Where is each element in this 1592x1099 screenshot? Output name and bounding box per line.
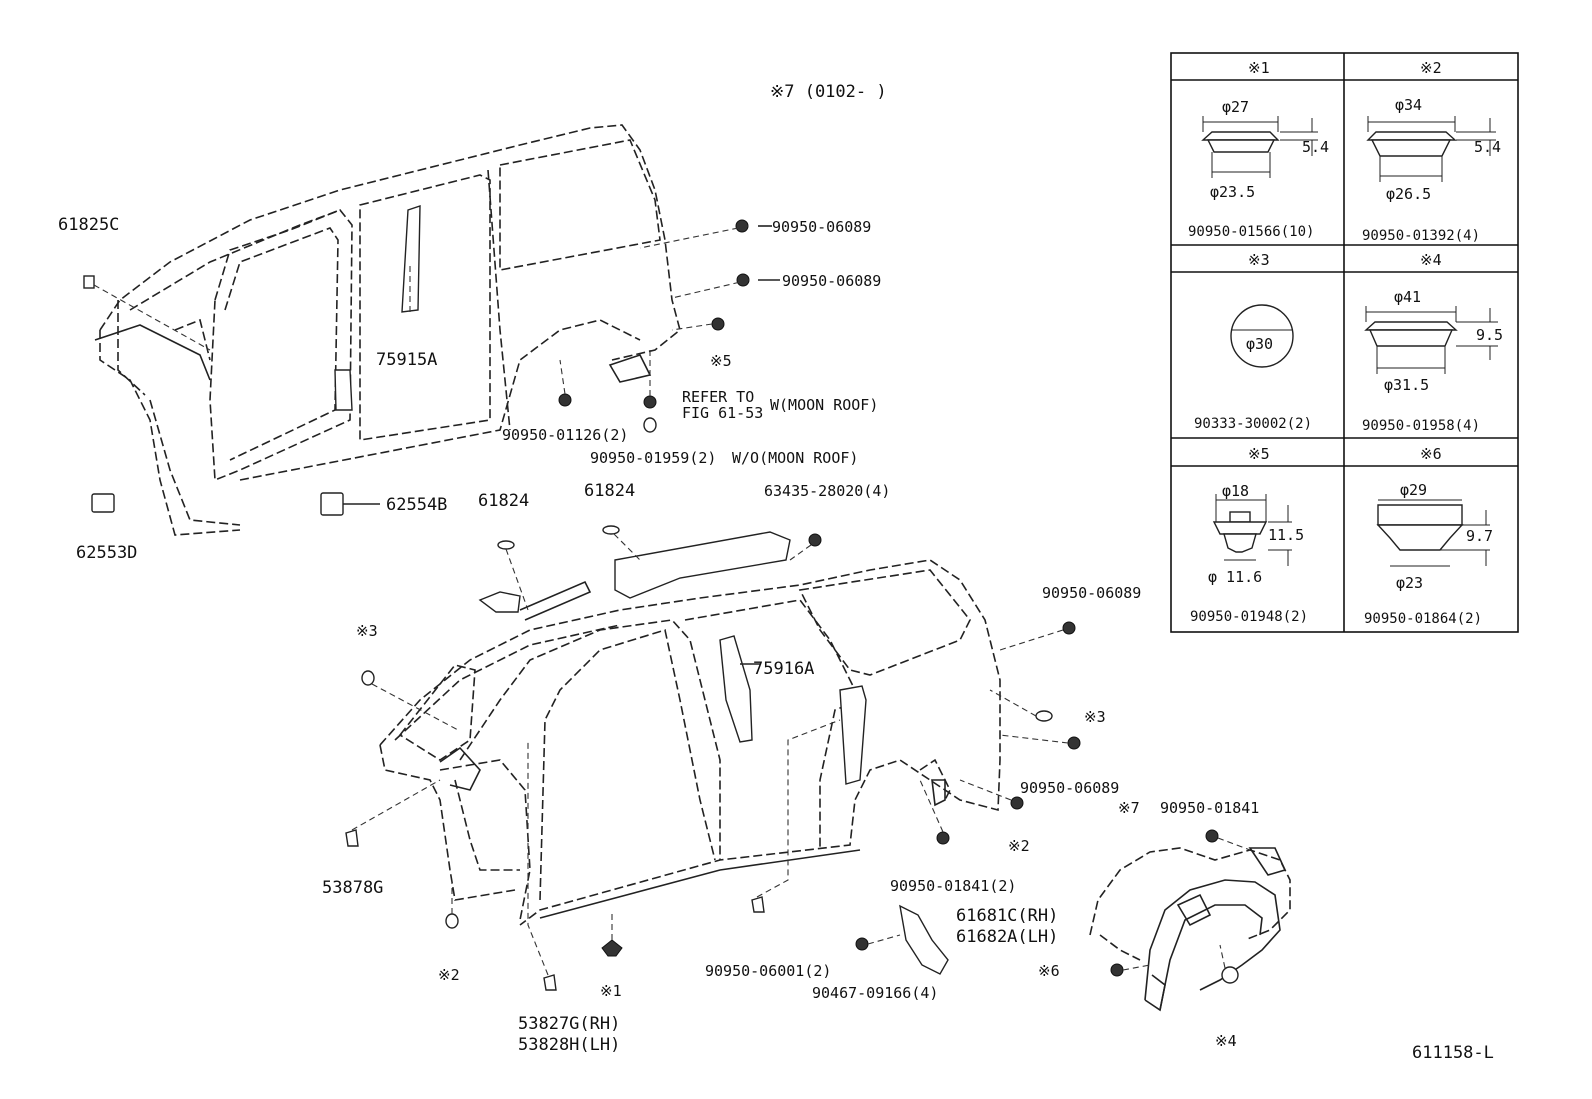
upper-side-panel-drawing bbox=[94, 124, 681, 536]
legend-head-4: ※4 bbox=[1420, 251, 1442, 269]
label-star2-a: ※2 bbox=[438, 966, 460, 984]
label-90950-06001: 90950-06001(2) bbox=[705, 962, 831, 980]
lower-side-panel-drawing bbox=[379, 531, 1001, 926]
label-star2-b: ※2 bbox=[1008, 837, 1030, 855]
legend-head-5: ※5 bbox=[1248, 445, 1270, 463]
label-90950-01959: 90950-01959(2) bbox=[590, 449, 716, 467]
label-fig-ref: FIG 61-53 bbox=[682, 404, 763, 422]
label-61825c: 61825C bbox=[58, 215, 119, 235]
grommet-star2-icon bbox=[1366, 116, 1496, 182]
label-star1: ※1 bbox=[600, 982, 622, 1000]
legend-5-d2: φ 11.6 bbox=[1208, 568, 1262, 586]
legend-5-part: 90950-01948(2) bbox=[1190, 609, 1308, 625]
label-53827g: 53827G(RH) bbox=[518, 1014, 620, 1034]
label-62553d: 62553D bbox=[76, 543, 137, 563]
pad-62553d bbox=[91, 493, 115, 513]
legend-2-part: 90950-01392(4) bbox=[1362, 228, 1480, 244]
label-star5: ※5 bbox=[710, 352, 732, 370]
label-90950-06089-a: 90950-06089 bbox=[772, 218, 871, 236]
figure-id: 611158-L bbox=[1412, 1043, 1494, 1063]
label-61681c: 61681C(RH) bbox=[956, 906, 1058, 926]
legend-6-d2: φ23 bbox=[1396, 574, 1423, 592]
label-53878g: 53878G bbox=[322, 878, 383, 898]
legend-1-h: 5.4 bbox=[1302, 138, 1329, 156]
legend-6-part: 90950-01864(2) bbox=[1364, 611, 1482, 627]
clip-icons-lower bbox=[345, 525, 1081, 991]
label-90950-01841-b: 90950-01841 bbox=[1160, 799, 1259, 817]
label-star6: ※6 bbox=[1038, 962, 1060, 980]
clip-star4 bbox=[1221, 966, 1239, 984]
legend-3-part: 90333-30002(2) bbox=[1194, 416, 1312, 432]
label-90950-01841-a: 90950-01841(2) bbox=[890, 877, 1016, 895]
grommet-star4-icon bbox=[1364, 306, 1498, 374]
label-90950-01126: 90950-01126(2) bbox=[502, 426, 628, 444]
legend-2-d1: φ34 bbox=[1395, 96, 1422, 114]
clip-star5-icon bbox=[1212, 494, 1292, 566]
header-note: ※7 (0102- ) bbox=[770, 82, 887, 102]
legend-1-part: 90950-01566(10) bbox=[1188, 224, 1314, 240]
label-61824-b: 61824 bbox=[584, 481, 635, 501]
label-75915a: 75915A bbox=[376, 350, 437, 370]
label-90950-06089-d: 90950-06089 bbox=[1020, 779, 1119, 797]
legend-1-d2: φ23.5 bbox=[1210, 183, 1255, 201]
label-90950-06089-b: 90950-06089 bbox=[782, 272, 881, 290]
label-75916a: 75916A bbox=[753, 659, 814, 679]
wheel-liner-drawing bbox=[1089, 847, 1291, 1012]
pad-62554b bbox=[320, 492, 344, 516]
legend-3-d1: φ30 bbox=[1246, 335, 1273, 353]
legend-4-h: 9.5 bbox=[1476, 326, 1503, 344]
legend-5-h: 11.5 bbox=[1268, 526, 1304, 544]
clip-star6 bbox=[1110, 963, 1124, 977]
grommet-legend-table: ※1 φ27 φ23.5 5.4 90950-01566(10) ※2 bbox=[1170, 52, 1519, 633]
legend-4-part: 90950-01958(4) bbox=[1362, 418, 1480, 434]
label-w-moon-roof: W(MOON ROOF) bbox=[770, 396, 878, 414]
legend-4-d1: φ41 bbox=[1394, 288, 1421, 306]
label-62554b: 62554B bbox=[386, 495, 447, 515]
label-61682a: 61682A(LH) bbox=[956, 927, 1058, 947]
legend-4-d2: φ31.5 bbox=[1384, 376, 1429, 394]
legend-2-d2: φ26.5 bbox=[1386, 185, 1431, 203]
clip-90950-01841 bbox=[1205, 829, 1219, 843]
clip-61825c bbox=[83, 275, 95, 289]
legend-head-1: ※1 bbox=[1248, 59, 1270, 77]
grommet-star6-icon bbox=[1376, 499, 1490, 567]
legend-head-3: ※3 bbox=[1248, 251, 1270, 269]
label-star7: ※7 bbox=[1118, 799, 1140, 817]
label-53828h: 53828H(LH) bbox=[518, 1035, 620, 1055]
legend-6-h: 9.7 bbox=[1466, 527, 1493, 545]
label-refer-to: REFER TO bbox=[682, 388, 754, 406]
legend-1-d1: φ27 bbox=[1222, 98, 1249, 116]
label-star4: ※4 bbox=[1215, 1032, 1237, 1050]
grommet-star1-icon bbox=[1201, 116, 1318, 178]
label-star3-b: ※3 bbox=[1084, 708, 1106, 726]
label-63435: 63435-28020(4) bbox=[764, 482, 890, 500]
legend-head-2: ※2 bbox=[1420, 59, 1442, 77]
legend-2-h: 5.4 bbox=[1474, 138, 1501, 156]
label-star3-a: ※3 bbox=[356, 622, 378, 640]
label-61824-a: 61824 bbox=[478, 491, 529, 511]
label-90950-06089-c: 90950-06089 bbox=[1042, 584, 1141, 602]
legend-5-d1: φ18 bbox=[1222, 482, 1249, 500]
legend-head-6: ※6 bbox=[1420, 445, 1442, 463]
label-90467: 90467-09166(4) bbox=[812, 984, 938, 1002]
plug-star3-icon bbox=[1230, 304, 1294, 368]
legend-6-d1: φ29 bbox=[1400, 481, 1427, 499]
label-wo-moon-roof: W/O(MOON ROOF) bbox=[732, 449, 858, 467]
